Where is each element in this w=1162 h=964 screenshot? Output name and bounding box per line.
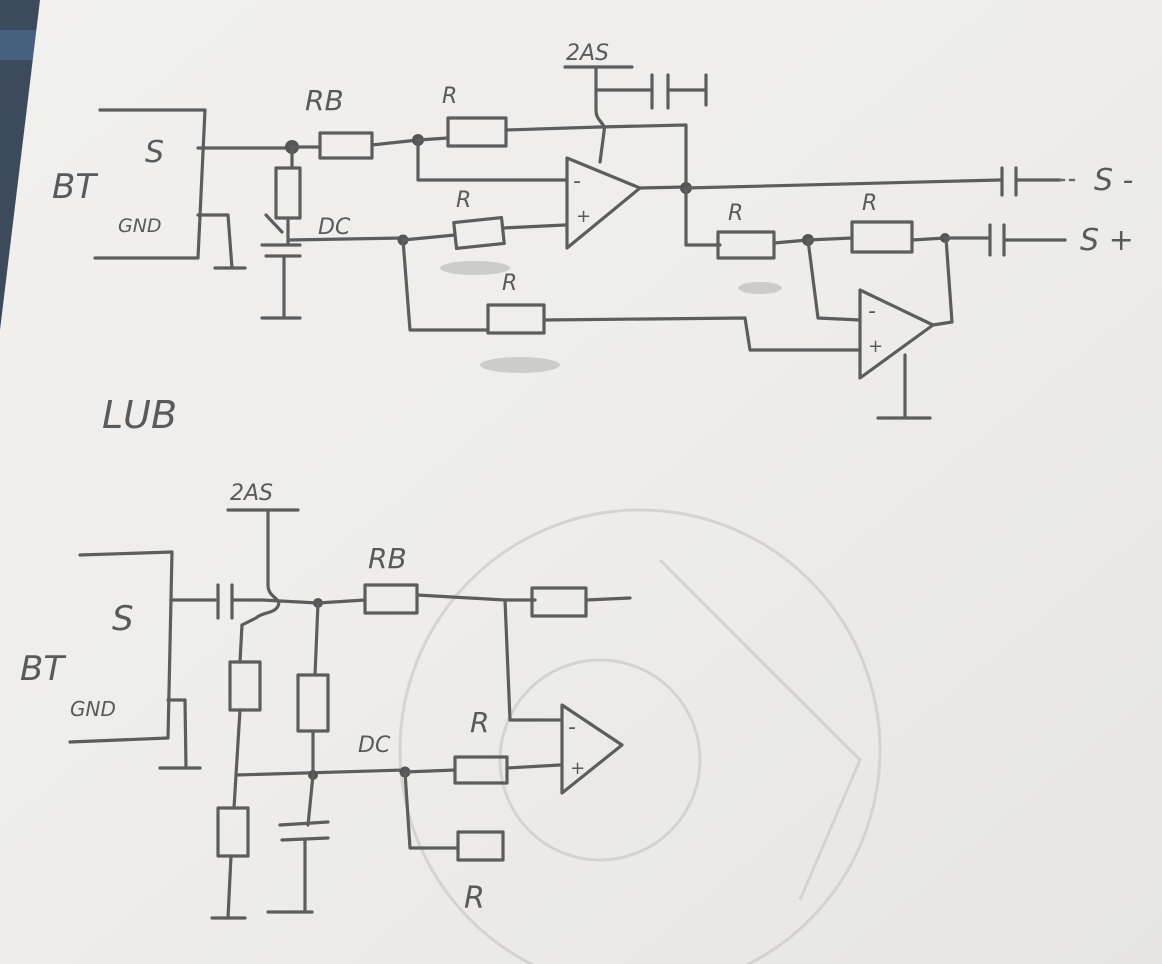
top-opamp2-minus: - — [868, 299, 876, 324]
top-circuit — [93, 65, 1082, 420]
top-s-plus-label: S + — [1080, 223, 1134, 258]
bottom-s-label: S — [112, 599, 134, 639]
top-r2-resistor — [452, 215, 506, 251]
caption-lub: LUB — [102, 393, 177, 437]
bottom-gnd-label: GND — [70, 697, 116, 721]
bottom-gnd-symbol — [158, 698, 202, 770]
bottom-opamp-plus: + — [570, 758, 585, 779]
top-2as-label: 2AS — [566, 41, 609, 66]
bottom-circuit — [68, 508, 632, 920]
bottom-2as-label: 2AS — [230, 481, 273, 506]
bottom-ground-resistor — [216, 806, 250, 858]
top-dc-label: DC — [318, 215, 351, 240]
bottom-rb-label: RB — [368, 542, 407, 575]
top-s-minus-label: S - — [1094, 163, 1133, 198]
bottom-dc-label: DC — [358, 733, 391, 758]
top-output-minus-wire — [684, 166, 1062, 197]
bottom-bt-connector — [68, 550, 174, 744]
top-bt-label: BT — [52, 167, 98, 207]
top-labels: BT S GND RB R 2AS DC R R R R S - S + - +… — [52, 41, 1134, 357]
top-r4-label: R — [862, 191, 877, 216]
top-capacitor-to-ground — [260, 216, 302, 320]
top-opamp-2 — [858, 288, 935, 380]
top-ground-2 — [876, 353, 932, 420]
bottom-left-resistor — [228, 660, 262, 712]
top-r5-label: R — [502, 271, 517, 296]
top-bt-connector — [93, 108, 207, 260]
bottom-input-capacitor — [170, 583, 264, 620]
top-s-label: S — [145, 135, 164, 170]
top-r4-resistor — [850, 220, 914, 254]
top-supply-capacitor — [594, 73, 708, 110]
bottom-r-feedback — [530, 586, 588, 618]
bottom-bt-label: BT — [20, 649, 66, 689]
bottom-r2-label: R — [464, 881, 485, 916]
top-r3-resistor — [716, 230, 776, 260]
bottom-r1-resistor — [453, 755, 509, 785]
bottom-r2-resistor — [456, 830, 505, 862]
top-r3-label: R — [728, 201, 743, 226]
top-opamp1-minus: - — [573, 169, 581, 194]
top-output-plus-wire — [943, 223, 1067, 257]
top-r1-label: R — [442, 84, 457, 109]
top-opamp1-plus: + — [576, 206, 591, 227]
top-gnd-label: GND — [118, 215, 162, 237]
bottom-2as-supply — [226, 508, 300, 627]
bottom-labels: BT S GND 2AS RB DC R R - + — [20, 481, 585, 916]
bottom-r1-label: R — [470, 706, 489, 739]
bottom-opamp-minus: - — [568, 715, 576, 740]
paper-show-through — [398, 508, 882, 964]
top-opamp2-plus: + — [868, 336, 883, 357]
top-r1-resistor — [446, 116, 508, 148]
bottom-opamp — [560, 703, 624, 795]
bottom-rb-resistor — [363, 583, 419, 615]
top-rb-label: RB — [305, 84, 344, 117]
top-r2-label: R — [456, 188, 471, 213]
top-opamp-1 — [565, 156, 642, 250]
bottom-capacitor-to-ground — [266, 773, 330, 914]
top-gnd-symbol — [196, 213, 247, 270]
